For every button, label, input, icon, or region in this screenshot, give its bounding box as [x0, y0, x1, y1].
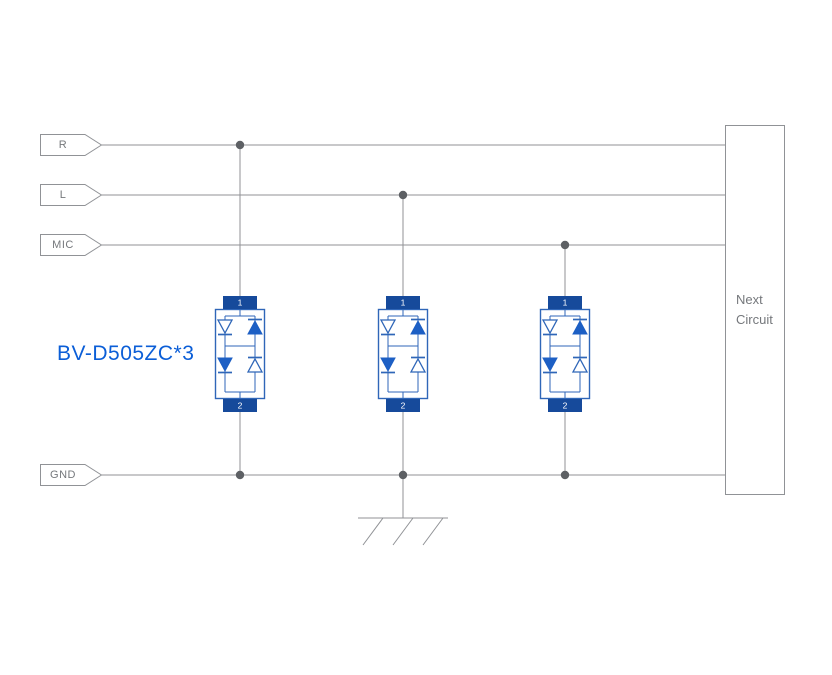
- pin-label-top: 1: [401, 298, 406, 308]
- junction-dot: [398, 190, 408, 200]
- connector-l: L: [40, 184, 102, 206]
- connector-label-gnd: GND: [50, 469, 76, 481]
- diode-outline-down: [379, 319, 397, 335]
- component-internal-wiring: [224, 309, 256, 399]
- diode-outline-up: [246, 357, 264, 373]
- connector-tag-shape: [40, 464, 102, 486]
- junction-dot: [398, 470, 408, 480]
- part-label: BV-D505ZC*3: [57, 342, 195, 365]
- terminal-top: [548, 296, 582, 309]
- tvs-component-2: 1 2: [377, 296, 429, 412]
- diode-filled-up: [410, 319, 426, 335]
- connector-label-mic: MIC: [52, 239, 74, 251]
- junction-dot: [560, 470, 570, 480]
- junction-dots: [235, 140, 570, 480]
- terminal-bottom: [548, 399, 582, 412]
- diode-filled-up: [247, 319, 263, 335]
- connector-mic: MIC: [40, 234, 102, 256]
- next-circuit-label-line2: Circuit: [736, 312, 773, 327]
- terminal-top: [386, 296, 420, 309]
- ground-symbol: [358, 475, 448, 546]
- tvs-component-3: 1 2: [539, 296, 591, 412]
- terminal-bottom: [223, 399, 257, 412]
- connector-label-l: L: [59, 189, 67, 201]
- diode-outline-down: [541, 319, 559, 335]
- connector-tag-shape: [40, 134, 102, 156]
- component-internal-wiring: [387, 309, 419, 399]
- terminal-top: [223, 296, 257, 309]
- next-circuit-box: Next Circuit: [725, 125, 785, 495]
- connector-r: R: [40, 134, 102, 156]
- diode-outline-up: [409, 357, 427, 373]
- junction-dot: [235, 140, 245, 150]
- diode-outline-down: [216, 319, 234, 335]
- connector-label-r: R: [58, 139, 68, 151]
- diode-filled-down: [217, 357, 233, 373]
- pin-label-bottom: 2: [563, 401, 568, 411]
- pin-label-top: 1: [238, 298, 243, 308]
- next-circuit-label-line1: Next: [736, 291, 763, 307]
- diode-filled-down: [542, 357, 558, 373]
- pin-label-bottom: 2: [238, 401, 243, 411]
- pin-label-top: 1: [563, 298, 568, 308]
- connector-gnd: GND: [40, 464, 102, 486]
- junction-dot: [560, 240, 570, 250]
- diode-outline-up: [571, 357, 589, 373]
- signal-wires: [100, 144, 725, 476]
- component-internal-wiring: [549, 309, 581, 399]
- connector-tag-shape: [40, 234, 102, 256]
- pin-label-bottom: 2: [401, 401, 406, 411]
- junction-dot: [235, 470, 245, 480]
- terminal-bottom: [386, 399, 420, 412]
- diode-filled-up: [572, 319, 588, 335]
- tvs-component-1: 1 2: [214, 296, 266, 412]
- connector-tag-shape: [40, 184, 102, 206]
- diode-filled-down: [380, 357, 396, 373]
